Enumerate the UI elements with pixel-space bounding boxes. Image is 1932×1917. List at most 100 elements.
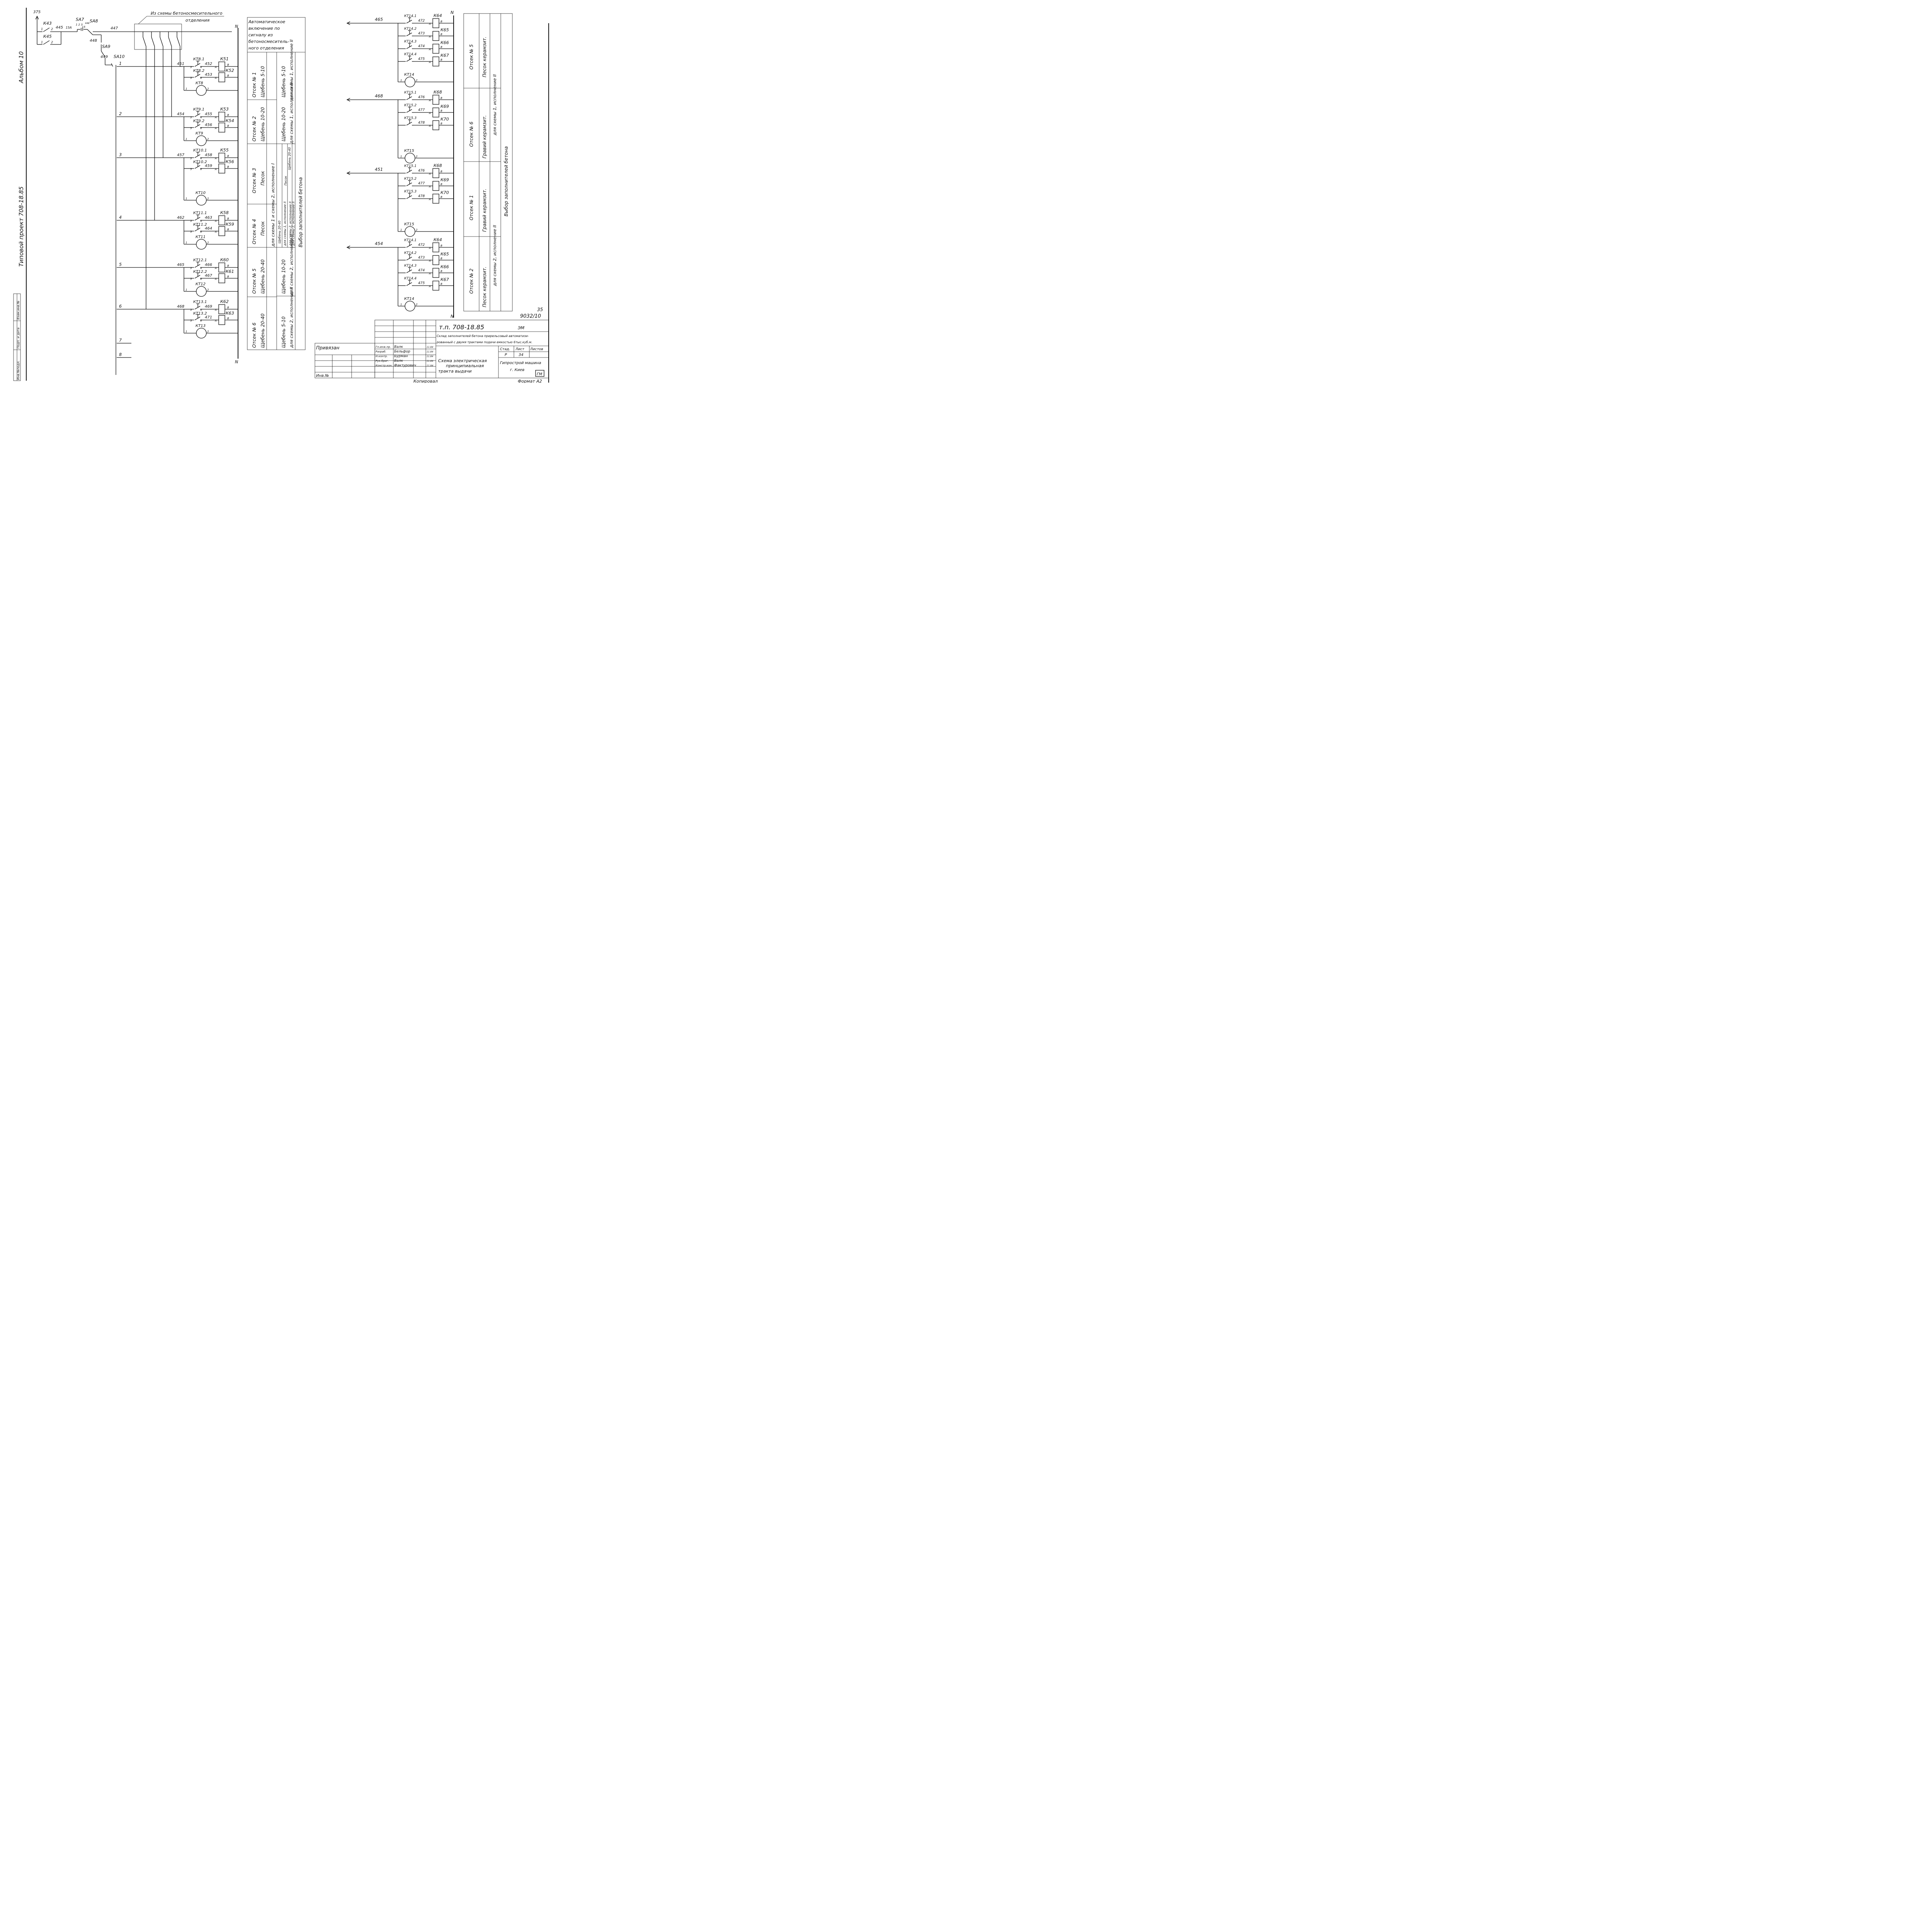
tb-org-2: г. Киев [510,368,524,372]
right-unit-1-a1: А [429,35,431,38]
right-unit-2-k2-coil [432,120,439,130]
left-unit-1-k2-coil [218,72,225,82]
left-unit-6-w2: 471 [205,315,212,320]
left-unit-6-tim-a: 1 [185,330,187,333]
right-unit-2-a0: А [429,99,431,102]
left-unit-3-k2-coil [218,163,225,174]
left-unit-6-node: 468 [177,305,184,309]
comp1-name: Отсек № 1 [252,72,257,97]
v3s-2: для схемы 1, исполнение II [283,201,287,246]
right-unit-2-c0-blade [406,96,412,100]
left-unit-4-k2-coil [218,226,225,236]
left-unit-3-node: 457 [177,153,185,157]
right-unit-3-r2: К70 [440,190,449,195]
left-unit-1-tim-label: КТ8 [196,81,203,85]
right-unit-3-b1: В [440,183,442,186]
project-label: Типовой проект 708-18.85 [18,186,25,267]
right-unit-1-a2: А [429,48,431,51]
left-unit-4-tim-b: 2 [207,241,209,244]
comp3-name: Отсек № 3 [252,168,257,193]
right-unit-4-t1: КТ14.2 [404,251,417,255]
sheet-number: 35 [537,307,543,312]
right-unit-3-t2: КТ15.3 [404,190,417,194]
v6a: Щебень 5-10 [281,316,286,348]
right-unit-3-node: 451 [375,167,383,172]
right-unit-3-c2-blade [406,195,412,199]
tb-name-3: Валк [394,359,403,363]
tb-role-1: Разраб. [376,350,386,353]
right-unit-4-t2: КТ14.3 [404,264,417,268]
tb-inv: Инв.№ [316,374,329,378]
right-unit-1-tim-a: 1 [400,79,402,82]
left-unit-6-t2: КТ13.2 [193,312,207,316]
right-unit-4-c1-blade [406,257,412,260]
left-unit-2-k2-coil [218,123,225,133]
tb-role-0: Гл.инж.пр. [376,346,391,349]
left-unit-3-k2-b: В [227,165,229,169]
auto-header-4: бетоносмеситель- [248,39,289,44]
doc-code: 9032/10 [520,313,541,319]
n-mark-bottom: N [235,359,238,364]
left-unit-2-tim-label: КТ9 [196,131,203,136]
position-1-label: 1 [119,61,122,66]
tb-title-1: Схема электрическая [438,358,487,363]
tb-name-1: Бельфор [394,350,410,354]
right-unit-2-a2: А [429,124,431,128]
right-unit-1-wn0: 472 [418,19,425,23]
right-unit-1-r1: К65 [440,27,449,32]
comp2-name: Отсек № 2 [252,116,257,141]
right-unit-4-a1: А [429,259,431,262]
tb-sheet: 34 [519,353,524,357]
wire-447: 447 [111,26,118,31]
left-unit-6-c2-blade [194,317,201,320]
left-unit-5-k1-b: В [227,264,229,267]
left-unit-5-tim-label: КТ12 [196,282,206,286]
left-unit-4-c1-b: 4 [200,220,202,223]
right-unit-4-wn3: 475 [418,281,425,285]
right-unit-4-arrow [346,245,350,249]
right-unit-3-tim-b: 2 [416,228,418,232]
left-unit-4-c2-a: 5 [190,230,192,233]
v2b: для схемы 1, исполнение II [289,83,294,144]
right-unit-4-tim-a: 1 [400,303,402,306]
left-unit-5-t2: КТ12.2 [193,270,207,274]
left-unit-5-c2-b: 6 [200,278,202,281]
right-unit-4-tim-circle [405,301,415,312]
right-unit-1-c2-blade [406,45,412,49]
left-unit-5-r1: К60 [220,257,229,262]
left-unit-1-k1-coil [218,61,225,72]
left-unit-2-node: 454 [177,112,184,116]
stamp-inv: Инв.№подл. [17,361,20,380]
right-unit-3-k0-coil [432,168,439,178]
right-unit-3-k1-coil [432,181,439,191]
n-mark-top: N [235,24,238,29]
left-unit-1-c2-blade [194,74,201,78]
position-7-label: 7 [119,338,122,343]
right-unit-2-k1-coil [432,107,439,117]
left-unit-4-t2: КТ11.2 [193,223,207,227]
right-unit-4-t3: КТ14.4 [404,277,417,281]
right-unit-1-a0: А [429,22,431,26]
left-unit-1-k2-a: А [214,77,217,80]
left-unit-5-c1-a: 3 [190,267,192,270]
left-unit-3-tim-circle [196,195,207,206]
left-unit-1-k1-a: А [214,66,217,69]
tb-role-4: Констр.кон. [376,364,393,367]
left-unit-3-tim-a: 1 [185,197,187,200]
wire-445: 445 [56,26,63,30]
right-unit-1-t0: КТ14.1 [404,14,417,18]
rt-r2-name: Отсек № 6 [469,121,474,147]
right-unit-3-tim-circle [405,226,415,237]
left-unit-6-tim-b: 2 [207,330,209,333]
tb-role-2: Н.контр. [376,355,388,358]
left-unit-2-r1: К53 [220,107,229,112]
right-unit-2-k0-coil [432,95,439,105]
left-unit-1-w1: 452 [205,62,212,66]
electrical-schematic: 12345678451КТ8.1452К5134АВКТ8.2453К5256А… [13,8,549,383]
right-unit-3-c0-blade [406,170,412,174]
right-unit-4-a3: А [429,285,431,288]
v3: для схемы 1 и схемы 2, исполнение I [270,163,276,247]
left-unit-4-r2: К59 [226,222,234,227]
right-unit-1-c1-blade [406,32,412,36]
left-unit-4-node: 462 [177,216,184,220]
